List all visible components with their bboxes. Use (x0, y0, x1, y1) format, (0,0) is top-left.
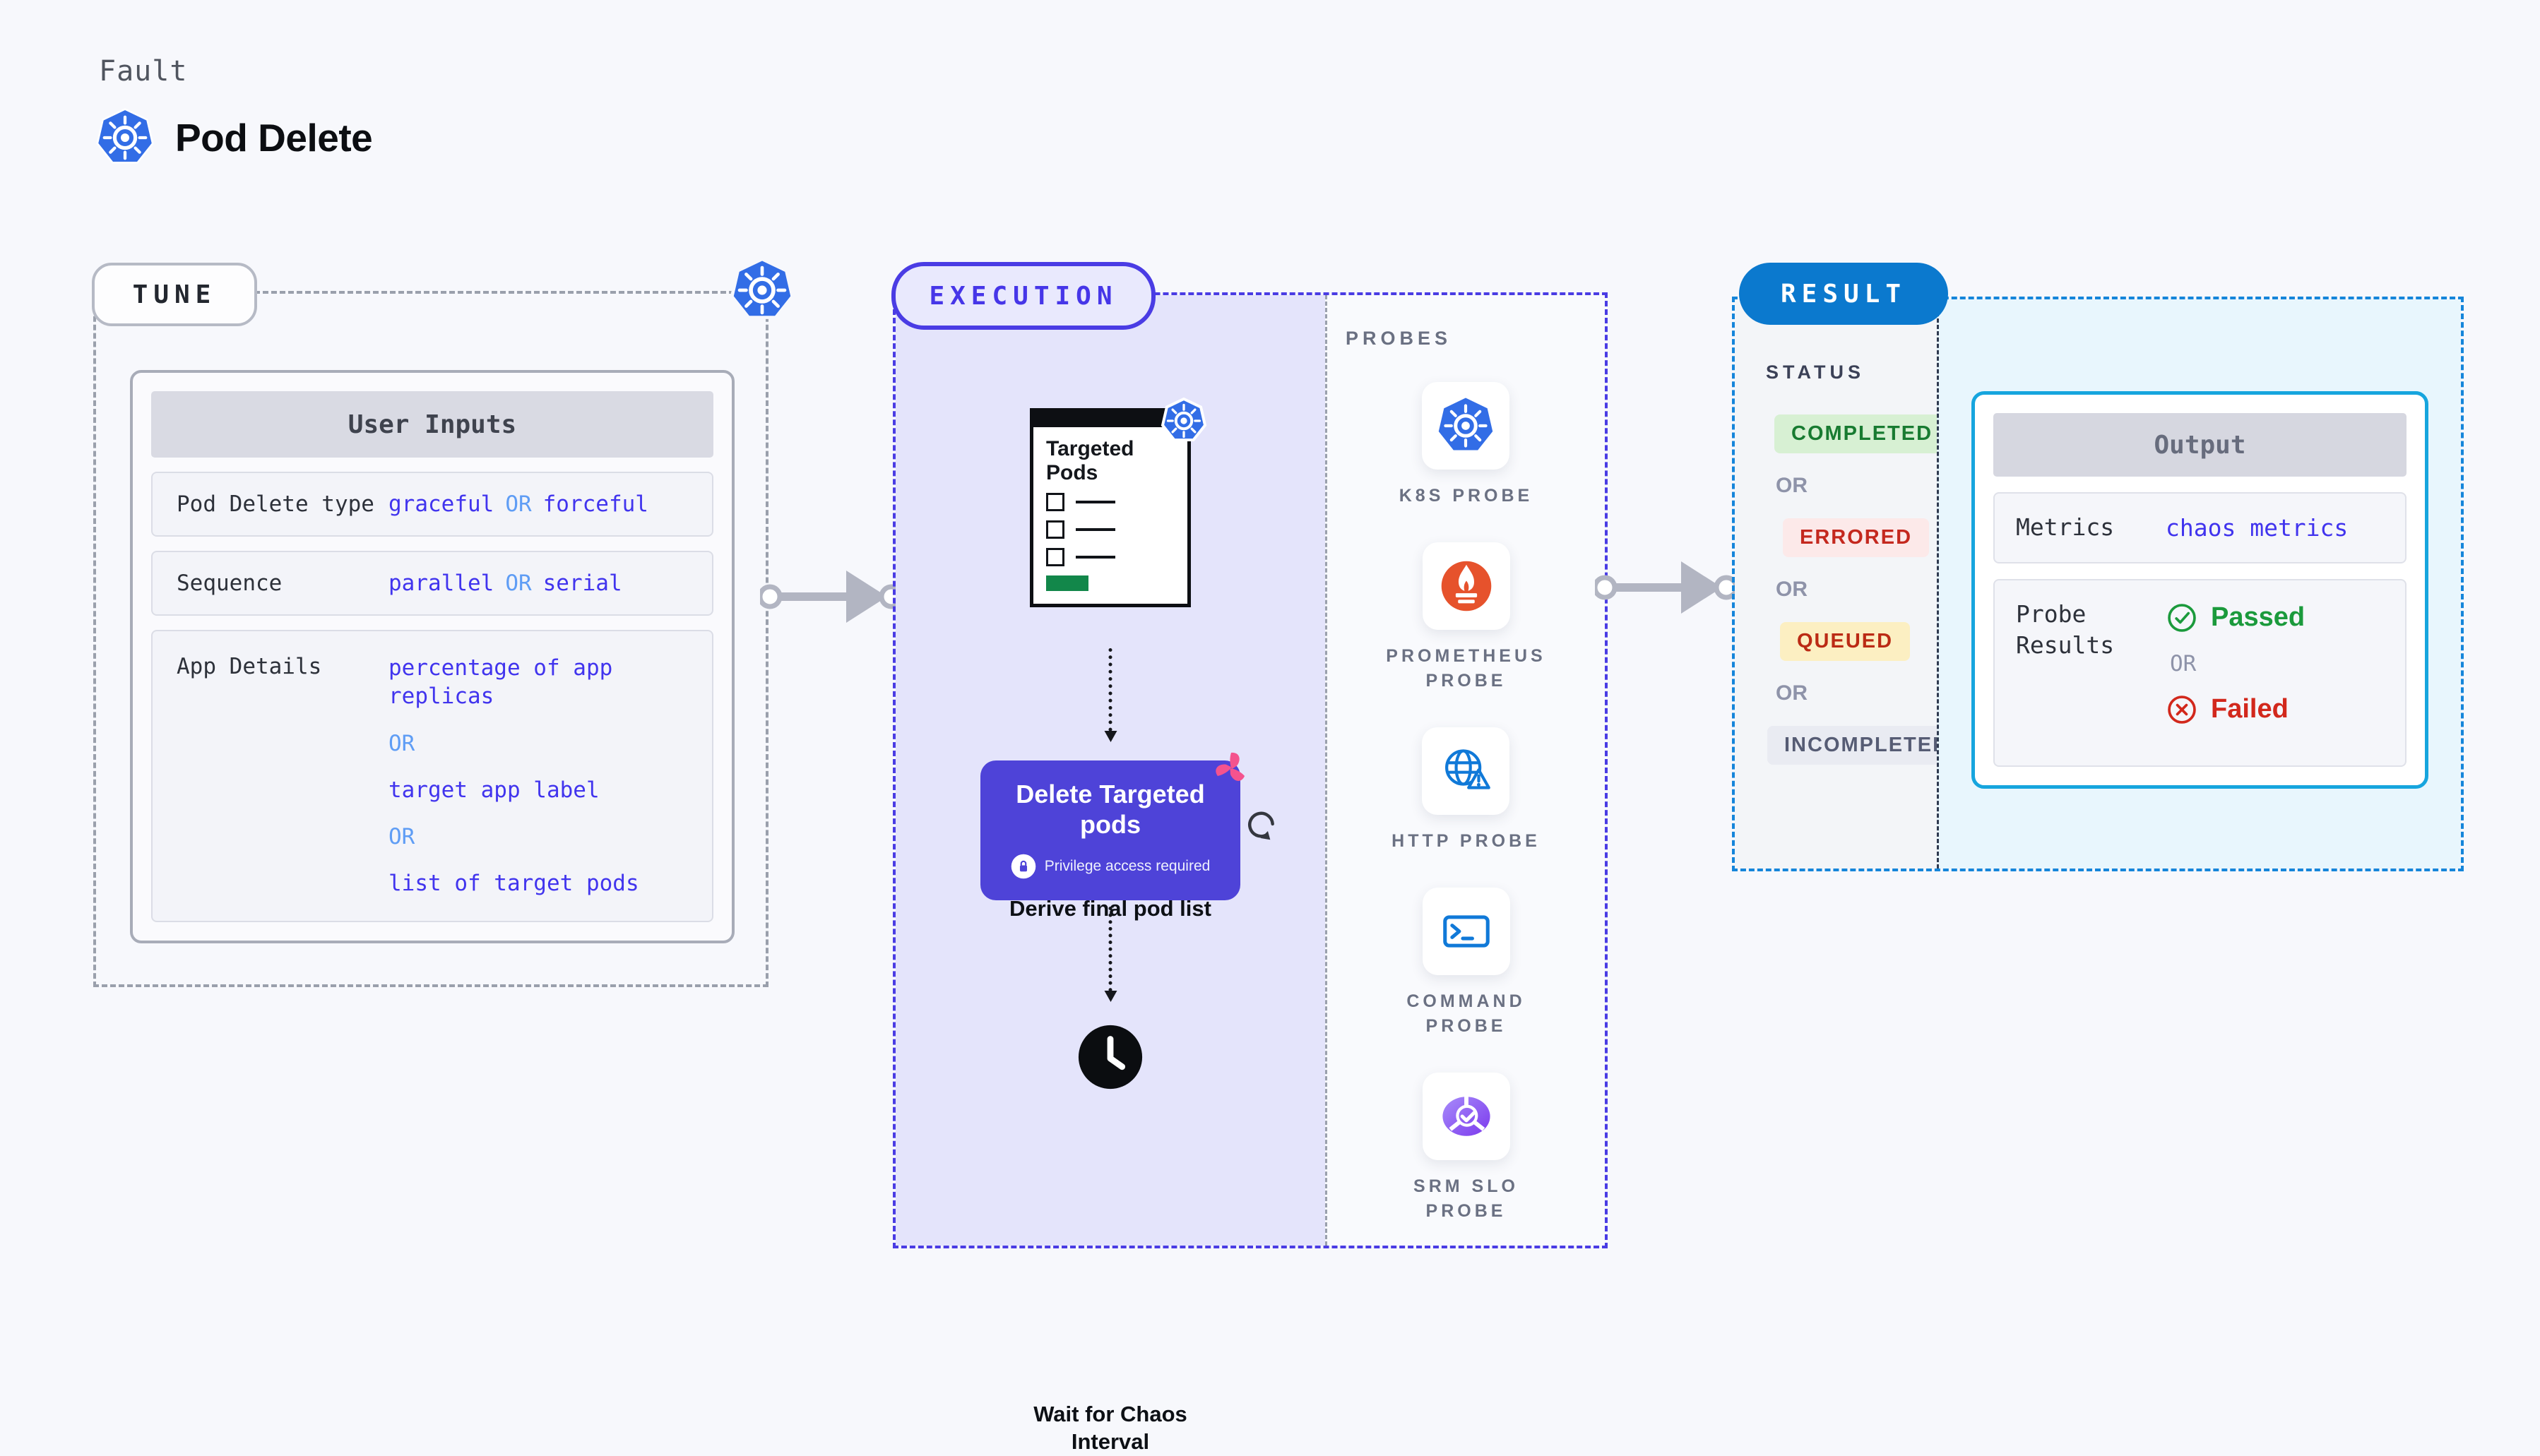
row-value: chaos metrics (2166, 513, 2349, 542)
kubernetes-icon (1422, 382, 1510, 470)
or-separator: OR (1776, 578, 1808, 601)
execution-pill: EXECUTION (891, 262, 1156, 330)
failed-result: Failed (2166, 693, 2305, 726)
green-progress-bar (1046, 575, 1088, 592)
passed-result: Passed (2166, 602, 2305, 634)
delete-targeted-pods-card: Delete Targeted pods Privilege access re… (980, 752, 1245, 901)
or-separator: OR (388, 730, 415, 756)
wait-chaos-interval-label: Wait for Chaos Interval (1033, 1402, 1187, 1454)
row-value: parallel (388, 571, 494, 596)
or-separator: OR (1776, 474, 1808, 497)
row-option: percentage of app replicas (388, 655, 613, 710)
probe-item: PROMETHEUS PROBE (1378, 542, 1555, 693)
row-option: list of target pods (388, 871, 639, 897)
text-line (1076, 528, 1115, 532)
refresh-icon (1242, 805, 1281, 845)
table-row-sequence: Sequence parallel OR serial (151, 551, 713, 616)
probe-label: COMMAND PROBE (1406, 991, 1526, 1036)
status-badge: COMPLETED (1774, 414, 1950, 453)
probe-item: SRM SLO PROBE (1378, 1073, 1555, 1224)
privilege-note-text: Privilege access required (1044, 858, 1211, 875)
row-label: App Details (177, 654, 322, 679)
status-title: STATUS (1766, 362, 1865, 383)
flow-arrow-down (1104, 907, 1117, 1002)
lock-icon (1011, 854, 1036, 879)
or-separator: OR (505, 571, 532, 596)
probe-results-row: Probe Results Passed OR (1993, 578, 2407, 767)
status-badge: INCOMPLETED (1767, 726, 1966, 765)
text-line (1076, 501, 1115, 504)
checklist-row (1046, 520, 1187, 539)
arrow-execution-to-result (1595, 561, 1736, 614)
check-circle-icon (2168, 603, 2196, 632)
checklist-document-icon: Targeted Pods (1030, 397, 1207, 608)
probe-label: SRM SLO PROBE (1413, 1176, 1519, 1221)
table-row-app-details: App Details percentage of app replicas O… (151, 630, 713, 922)
row-label: Metrics (2016, 513, 2115, 541)
prometheus-icon (1422, 542, 1510, 630)
slo-pie-check-icon (1422, 1073, 1510, 1160)
row-value: forceful (542, 491, 648, 517)
terminal-icon (1422, 888, 1510, 975)
checkbox-icon (1046, 520, 1064, 539)
page-header: Pod Delete (95, 107, 373, 168)
checkbox-icon (1046, 548, 1064, 567)
user-inputs-table: User Inputs Pod Delete type graceful OR … (130, 370, 735, 943)
metrics-row: Metrics chaos metrics (1993, 492, 2407, 563)
user-inputs-title: User Inputs (151, 391, 713, 458)
passed-label: Passed (2211, 602, 2305, 633)
probe-label: K8S PROBE (1399, 486, 1533, 506)
probe-item: HTTP PROBE (1391, 727, 1541, 854)
page-title: Pod Delete (175, 116, 373, 160)
checklist-row (1046, 548, 1187, 567)
tune-pill: TUNE (92, 263, 257, 326)
status-badge: ERRORED (1783, 518, 1930, 557)
row-value: graceful (388, 491, 494, 517)
status-column: STATUS COMPLETED OR ERRORED OR QUEUED OR… (1735, 299, 1966, 869)
probe-item: K8S PROBE (1399, 382, 1533, 508)
or-separator: OR (388, 824, 415, 850)
document-titlebar (1033, 412, 1187, 427)
output-title: Output (1993, 413, 2407, 477)
fault-kicker: Fault (99, 55, 188, 88)
or-separator: OR (1776, 681, 1808, 705)
execution-panel: Targeted Pods Derive final pod list Dele… (893, 292, 1608, 1454)
output-column: Output Metrics chaos metrics Probe Resul… (1937, 299, 2461, 869)
clock-icon (1076, 1022, 1145, 1092)
kubernetes-icon (95, 107, 155, 168)
probe-label: HTTP PROBE (1391, 831, 1541, 851)
result-panel: STATUS COMPLETED OR ERRORED OR QUEUED OR… (1732, 297, 2464, 871)
checkbox-icon (1046, 493, 1064, 512)
litmus-chaos-icon (1211, 748, 1252, 789)
or-separator: OR (505, 491, 532, 517)
kubernetes-icon (729, 257, 795, 323)
failed-label: Failed (2211, 694, 2289, 724)
row-label: Probe Results (2016, 599, 2115, 660)
result-pill: RESULT (1739, 263, 1948, 325)
row-label: Pod Delete type (177, 491, 374, 517)
row-label: Sequence (177, 571, 283, 596)
flow-arrow-down (1104, 648, 1117, 742)
execution-flow: Targeted Pods Derive final pod list Dele… (896, 295, 1325, 1454)
privilege-note: Privilege access required (980, 854, 1240, 879)
status-badge: QUEUED (1780, 622, 1911, 661)
probe-label: PROMETHEUS PROBE (1386, 646, 1546, 691)
row-value: serial (542, 571, 622, 596)
or-separator: OR (2170, 650, 2197, 676)
probes-panel: PROBES K8S PR (1325, 295, 1605, 1246)
arrow-tune-to-execution (760, 571, 901, 623)
text-line (1076, 556, 1115, 559)
checklist-row (1046, 493, 1187, 512)
probes-title: PROBES (1346, 328, 1452, 349)
output-table: Output Metrics chaos metrics Probe Resul… (1971, 391, 2428, 789)
row-option: target app label (388, 777, 600, 803)
probe-item: COMMAND PROBE (1378, 888, 1555, 1039)
tune-panel (93, 291, 768, 987)
card-title: Delete Targeted pods (1016, 780, 1205, 840)
x-circle-icon (2168, 695, 2196, 724)
table-row-pod-delete-type: Pod Delete type graceful OR forceful (151, 472, 713, 537)
kubernetes-icon (1161, 397, 1207, 444)
document-title: Targeted Pods (1046, 437, 1134, 484)
http-globe-warning-icon (1422, 727, 1510, 815)
